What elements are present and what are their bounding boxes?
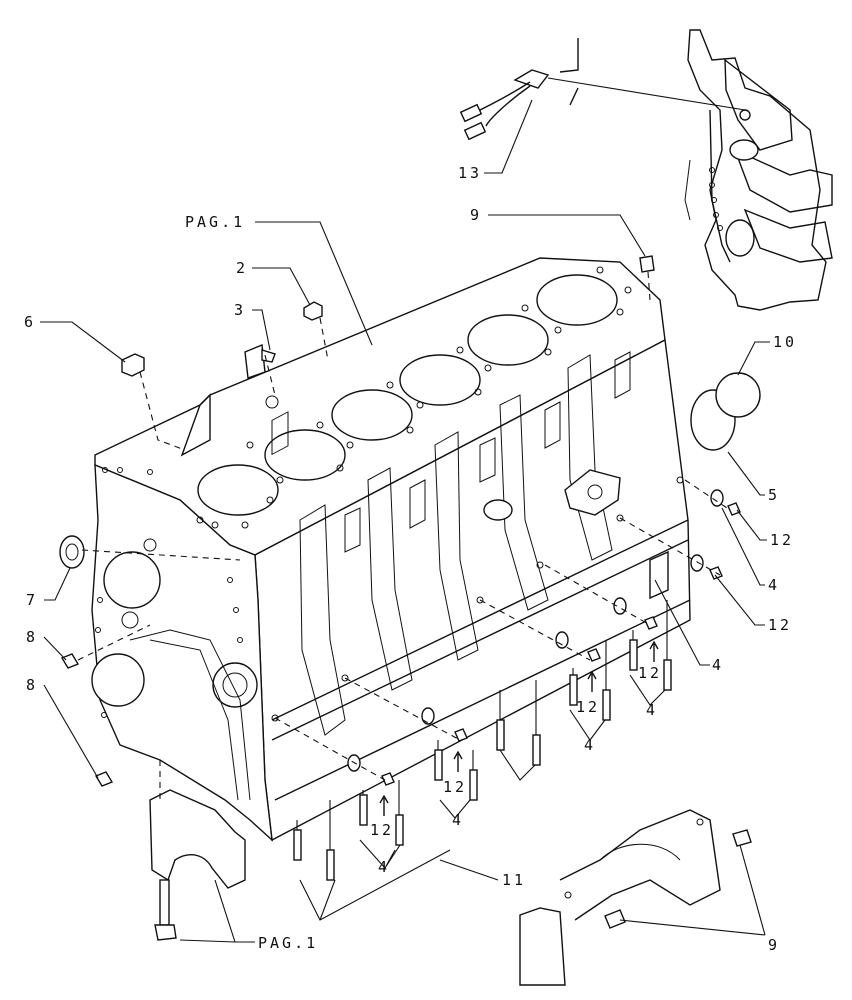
callout-11: 11 [502,871,526,889]
callout-leaders [40,99,770,943]
plug-part-2 [303,301,323,321]
callout-8-b: 8 [26,676,38,694]
callout-labels: 13 9 PAG.1 2 3 6 10 5 12 7 4 12 8 4 8 12… [24,164,797,954]
nozzle-part-3 [244,343,276,379]
callout-5: 5 [768,486,780,504]
callout-pag-bottom: PAG.1 [258,934,318,952]
cover-part-10 [715,372,761,418]
plug-part-8-upper [60,653,80,669]
callout-4-e: 4 [452,811,464,829]
callout-2: 2 [236,259,248,277]
callout-8-a: 8 [26,628,38,646]
speed-sensor-part-13 [459,69,746,141]
callout-3: 3 [234,301,246,319]
bolts-part-11 [293,600,672,921]
callout-10: 10 [773,333,797,351]
cap-bolt [154,879,177,941]
installation-paths [77,271,731,800]
callout-7: 7 [26,591,38,609]
callout-12-b: 12 [768,616,792,634]
callout-4-c: 4 [646,701,658,719]
callout-6: 6 [24,313,36,331]
callout-12-c: 12 [638,664,662,682]
main-bearing-cap [149,789,246,889]
callout-4-a: 4 [768,576,780,594]
plug-part-6 [121,353,145,377]
dowel-part-9-top [639,255,655,273]
callout-4-d: 4 [584,736,596,754]
callout-4-f: 4 [378,858,390,876]
engine-block [91,257,691,842]
callout-9-top: 9 [470,206,482,224]
callout-12-a: 12 [770,531,794,549]
rear-plate-detail [519,809,752,986]
callout-13: 13 [458,164,482,182]
plug-part-7 [59,535,85,569]
callout-12-f: 12 [370,821,394,839]
callout-12-d: 12 [576,698,600,716]
assembly-arrows [379,640,659,816]
callout-12-e: 12 [443,778,467,796]
plug-part-8-lower [94,771,114,787]
callout-9-bottom: 9 [768,936,780,954]
callout-pag-top: PAG.1 [185,213,245,231]
callout-4-b: 4 [712,656,724,674]
